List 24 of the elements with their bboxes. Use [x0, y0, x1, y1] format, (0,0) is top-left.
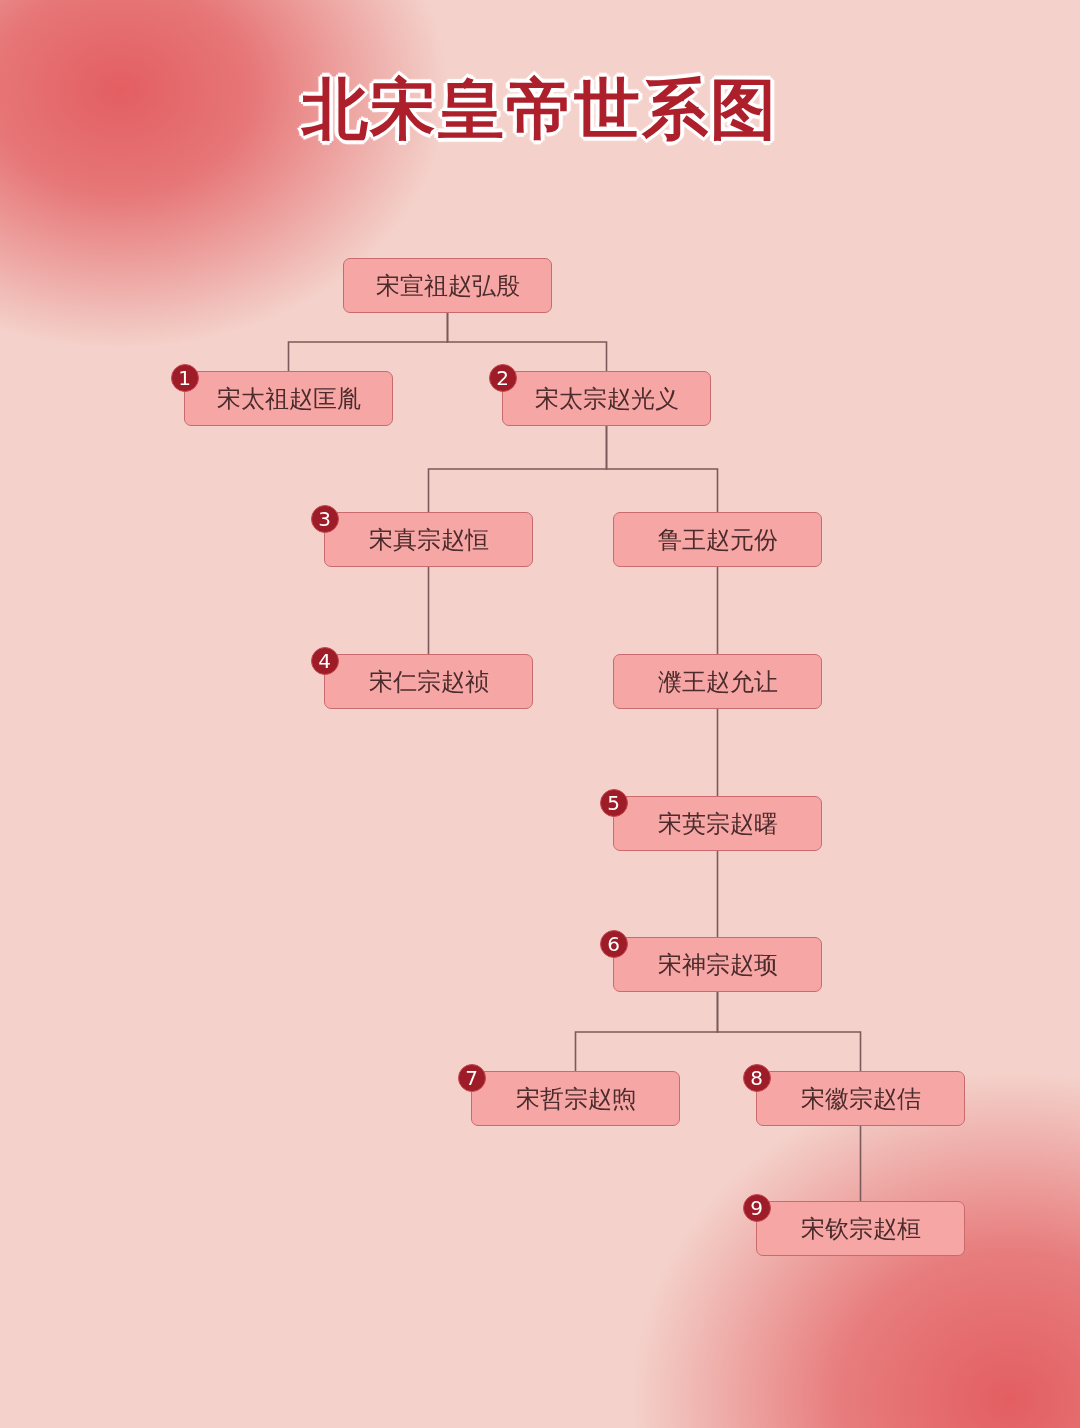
person-name: 宋太祖赵匡胤	[216, 383, 361, 414]
person-name: 宋太宗赵光义	[534, 383, 679, 414]
person-name: 宋哲宗赵煦	[515, 1083, 636, 1114]
person-box	[613, 512, 822, 567]
person-name: 鲁王赵元份	[657, 524, 778, 555]
title: 北宋皇帝世系图	[302, 71, 778, 148]
connector-line	[716, 566, 719, 655]
person-name: 濮王赵允让	[657, 666, 778, 697]
connector-line	[446, 312, 608, 372]
person-name: 宋钦宗赵桓	[800, 1213, 921, 1244]
connector-line	[427, 566, 430, 655]
connector-line	[716, 850, 719, 938]
person-box	[343, 258, 552, 313]
person-name: 宋仁宗赵祯	[368, 666, 489, 697]
person-name: 宋宣祖赵弘殷	[375, 270, 520, 301]
person-name: 宋真宗赵恒	[368, 524, 489, 555]
connector-line	[716, 991, 862, 1072]
connector-line	[859, 1125, 862, 1202]
person-name: 宋英宗赵曙	[657, 808, 778, 839]
person-name: 宋徽宗赵佶	[800, 1083, 921, 1114]
person-box	[613, 654, 822, 709]
connector-line	[716, 708, 719, 797]
person-name: 宋神宗赵顼	[657, 949, 778, 980]
connector-line	[605, 425, 719, 513]
